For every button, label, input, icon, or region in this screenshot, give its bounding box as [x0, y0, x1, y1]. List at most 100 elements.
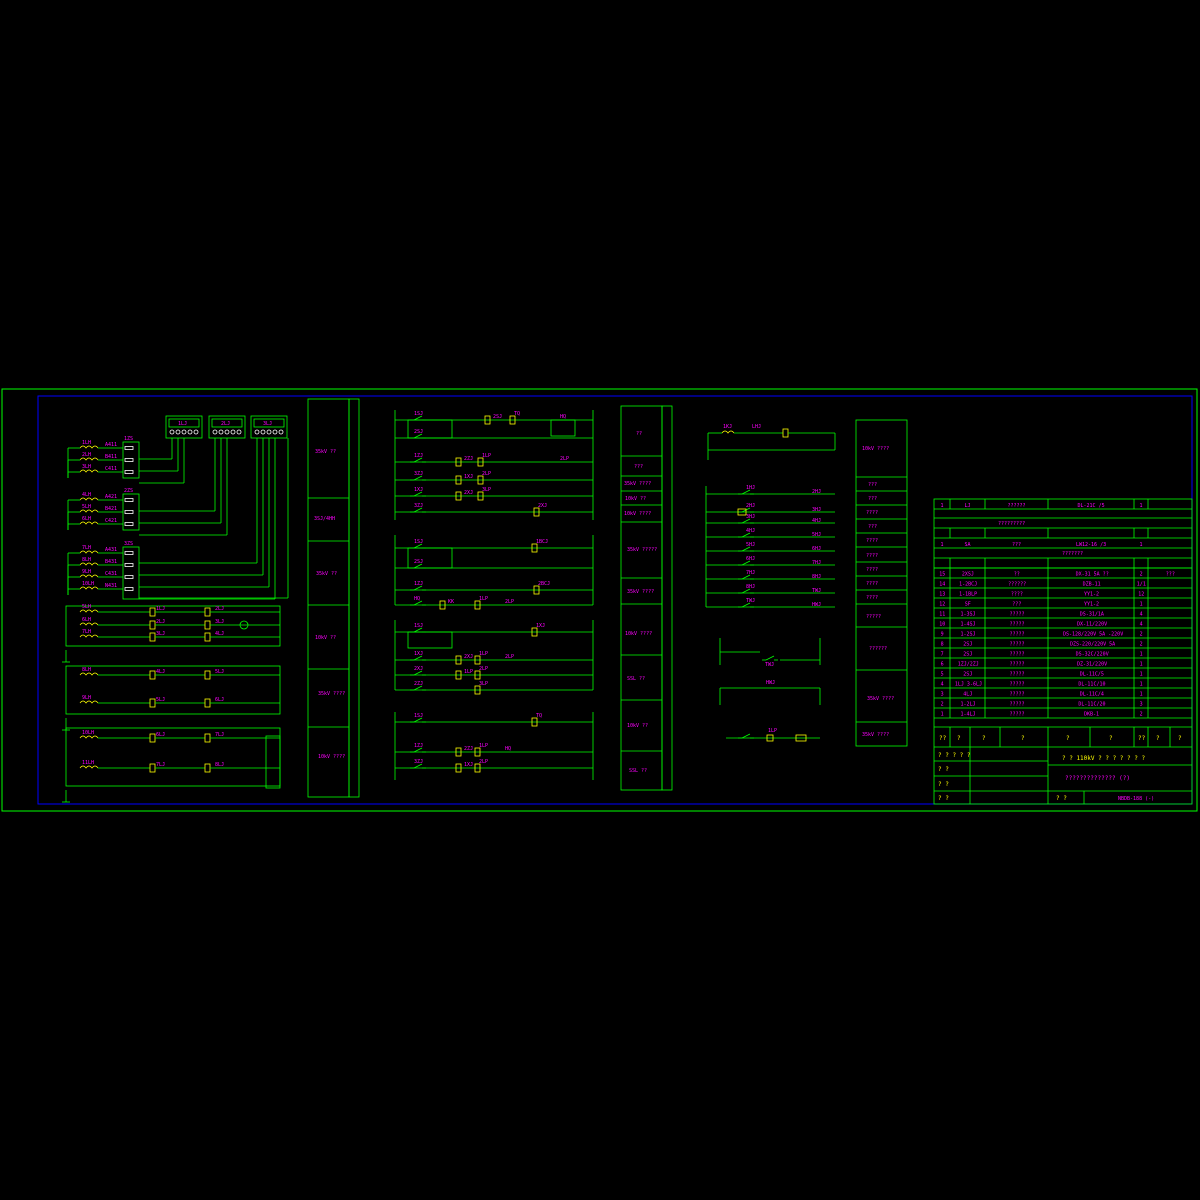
right-contact-4-blade [741, 546, 751, 552]
col2-label-0: ?? [636, 431, 642, 437]
sa-cell-4: 1 [1140, 542, 1143, 548]
mid-coil-12 [455, 670, 462, 680]
right-row-label-7: 8HJ [746, 584, 755, 590]
relay-label: 2LJ [156, 619, 165, 625]
row-4-cell-4: 4 [1140, 612, 1143, 618]
mid-contact-5-blade [413, 507, 423, 513]
mid-coil-2 [455, 457, 462, 467]
header-cell-4: 1 [1140, 503, 1143, 509]
row-3-cell-2: ??? [1012, 602, 1021, 608]
right-row-label-6: 7HJ [746, 570, 755, 576]
ct-coil [79, 765, 99, 769]
ct-label: 2LH [82, 452, 91, 458]
row-9-cell-4: 1 [1140, 662, 1143, 668]
row-4-cell-3: DS-31/1A [1080, 612, 1104, 618]
mid-contact-10-blade [413, 627, 423, 633]
mid-coil-3 [455, 475, 462, 485]
row-0-cell-5: ??? [1166, 572, 1175, 578]
ct-label: 10LH [82, 581, 94, 587]
mid-contact-13-blade [413, 685, 423, 691]
mid-coil-b-15 [474, 747, 481, 757]
right-bottom-coil [766, 734, 774, 742]
footer-header-3: ? [1021, 735, 1025, 742]
top-block-2-label: 3LJ [263, 421, 272, 427]
mid-coil-b-label-4: 3LP [482, 487, 491, 493]
terminal-node [266, 429, 272, 435]
row-2-cell-2: ???? [1011, 592, 1023, 598]
ct-coil [79, 700, 99, 704]
relay-frame-1 [65, 665, 281, 715]
header-cell-3: DL-21C /5 [1078, 503, 1105, 509]
mid-label-15: 1ZJ [414, 743, 423, 749]
terminal [124, 551, 134, 555]
mid-coil-b-label-14: TQ [536, 713, 542, 719]
ct-coil [79, 609, 99, 613]
terminal [124, 446, 134, 450]
strip-label: 3ZS [124, 541, 133, 547]
row-9-cell-0: 6 [941, 662, 944, 668]
terminal-node [187, 429, 193, 435]
row-1-cell-2: ?????? [1008, 582, 1026, 588]
relay-label-b: 7LJ [215, 732, 224, 738]
wire-label: C421 [105, 518, 117, 524]
row-12-cell-0: 3 [941, 692, 944, 698]
col2-label-6: 35kV ???? [627, 589, 654, 595]
relay-label: 5LJ [156, 697, 165, 703]
mid-label-10: 1SJ [414, 623, 423, 629]
row-5-cell-0: 10 [939, 622, 945, 628]
section-column-2: ?? ??? 35kV ???? 10kV ?? 10kV ???? 35kV … [620, 405, 673, 791]
row-7-cell-4: 2 [1140, 642, 1143, 648]
relay-frame-0 [65, 605, 281, 647]
ct-label: 6LH [82, 516, 91, 522]
mid-coil-label-3: 1XJ [464, 474, 473, 480]
relay-label-b: 4LJ [215, 631, 224, 637]
row-7-cell-3: DZS-220/220V 5A [1070, 642, 1115, 648]
relay-coil-b-3 [204, 670, 211, 680]
right-row-tail-7: TWJ [812, 588, 821, 594]
col2-label-3: 10kV ?? [625, 496, 646, 502]
row-2-cell-1: 1-1BLP [959, 592, 977, 598]
mid-coil-b-4 [477, 491, 484, 501]
ct-label: 5LH [82, 604, 91, 610]
mid-coil-b-label-5: 2XJ [538, 503, 547, 509]
right-lamp [737, 508, 747, 516]
relay-coil-0 [149, 607, 156, 617]
mid-coil-b-label-16: 2LP [479, 759, 488, 765]
terminal-node [224, 429, 230, 435]
row-9-cell-1: 1ZJ/2ZJ [958, 662, 979, 668]
mid-coil-b-label-9: 1LP [479, 596, 488, 602]
right-row-label-3: 4HJ [746, 528, 755, 534]
col3-label-12: 35kV ???? [867, 696, 894, 702]
row-10-cell-1: 2SJ [963, 672, 972, 678]
ct-label: 9LH [82, 695, 91, 701]
right-top-label-2: LHJ [752, 424, 761, 430]
strip-label: 2ZS [124, 488, 133, 494]
row-2-cell-0: 13 [939, 592, 945, 598]
right-bottom-label: 1LP [768, 728, 777, 734]
mid-coil-15 [455, 747, 462, 757]
terminal-node [278, 429, 284, 435]
terminal [124, 498, 134, 502]
mid-coil-label-11: 2XJ [464, 654, 473, 660]
ct-label: 4LH [82, 492, 91, 498]
mid-coil-b-0 [509, 415, 516, 425]
col3-label-5: ???? [866, 538, 878, 544]
mid-coil-b-label-2: 1LP [482, 453, 491, 459]
mid-contact-1-blade [413, 433, 423, 439]
right-row-label-8: TWJ [746, 598, 755, 604]
mid-label-2: 1ZJ [414, 453, 423, 459]
merged-row-2: ??????? [1062, 551, 1083, 557]
footer-header-6: ?? [1138, 735, 1146, 742]
terminal-node [181, 429, 187, 435]
mid-label-8: 1ZJ [414, 581, 423, 587]
ct-coil [79, 634, 99, 638]
mid-label-13: 2ZJ [414, 681, 423, 687]
ct-label: 8LH [82, 557, 91, 563]
terminal-strip-1 [122, 493, 140, 531]
terminal-node [169, 429, 175, 435]
relay-label: 4LJ [156, 669, 165, 675]
row-10-cell-0: 5 [941, 672, 944, 678]
mid-label-0: 1SJ [414, 411, 423, 417]
row-4-cell-0: 11 [939, 612, 945, 618]
